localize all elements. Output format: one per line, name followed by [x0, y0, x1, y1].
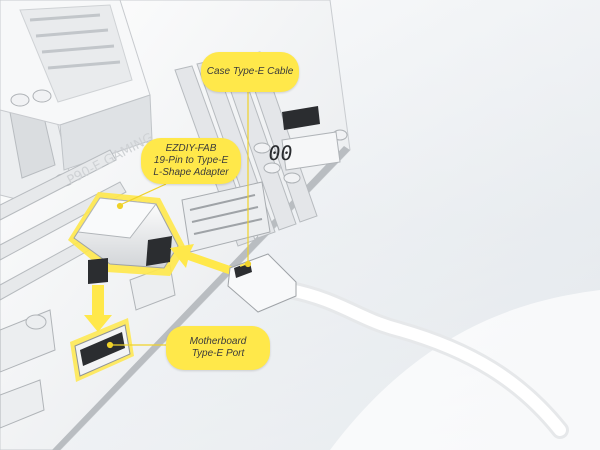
- callout-adapter-line3: L-Shape Adapter: [153, 167, 229, 178]
- debug-led-digits: 00: [267, 141, 294, 165]
- insertion-arrows: [84, 244, 236, 332]
- lower-components: [0, 264, 176, 429]
- type-e-l-shape-adapter: [68, 192, 186, 284]
- case-type-e-cable: [227, 253, 569, 439]
- callout-leader-lines: [106, 92, 252, 349]
- motherboard-type-e-port: [70, 318, 134, 382]
- callout-port-line1: Motherboard: [189, 336, 247, 347]
- debug-led-display: 00: [267, 131, 341, 171]
- callout-adapter-line1: EZDIY-FAB: [165, 143, 217, 154]
- motherboard: 00 P90-E GAMING: [0, 0, 351, 450]
- fan-header: [282, 106, 320, 130]
- callout-port-line2: Type-E Port: [191, 348, 245, 359]
- callout-adapter-line2: 19-Pin to Type-E: [153, 155, 229, 166]
- callout-case-type-e-cable: Case Type-E Cable: [201, 52, 299, 92]
- callout-adapter: EZDIY-FAB 19-Pin to Type-E L-Shape Adapt…: [141, 138, 241, 184]
- callout-motherboard-type-e-port: Motherboard Type-E Port: [166, 326, 270, 370]
- callout-cable-line1: Case Type-E Cable: [206, 66, 294, 77]
